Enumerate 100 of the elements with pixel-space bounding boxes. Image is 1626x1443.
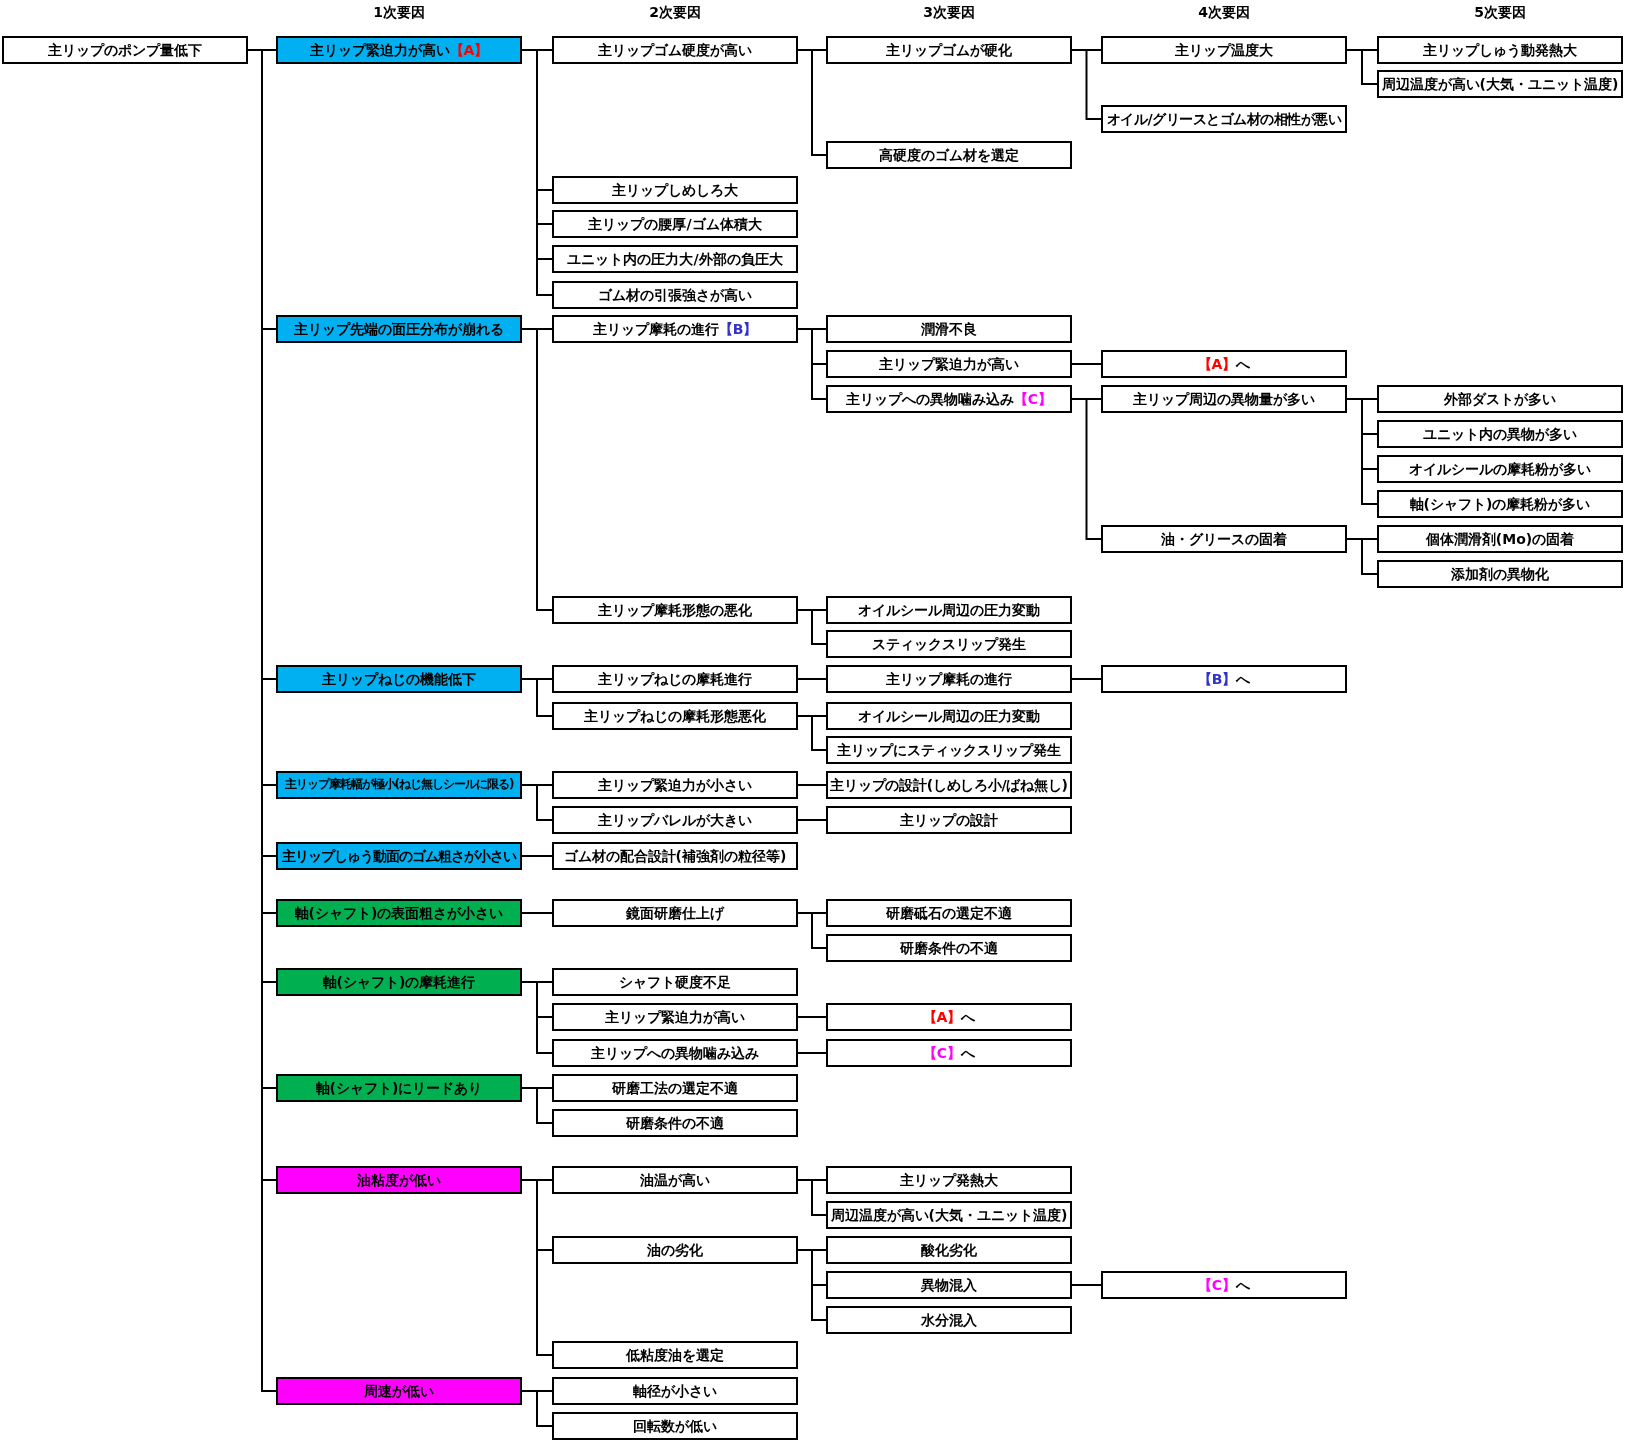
connector-line [797, 678, 827, 680]
cause-box [826, 1039, 1072, 1067]
cause-text: 異物混入 [921, 1276, 977, 1294]
cause-box [1101, 105, 1347, 133]
connector-line [1071, 397, 1102, 541]
cause-box [276, 771, 522, 799]
cause-text: 鏡面研磨仕上げ [626, 904, 724, 922]
cause-box [1101, 36, 1347, 64]
cause-text: へ [961, 1044, 976, 1062]
cause-box [826, 596, 1072, 624]
cause-text: スティックスリップ発生 [872, 635, 1026, 653]
cause-box [276, 36, 522, 64]
cause-text: 主リップ緊迫力が高い [309, 41, 450, 59]
cause-box [552, 245, 798, 273]
cause-box [552, 596, 798, 624]
cause-text: 潤滑不良 [921, 320, 977, 338]
cause-box [826, 1236, 1072, 1264]
cause-text: 軸径が小さい [633, 1382, 717, 1400]
cause-text: ゴム材の配合設計(補強剤の粒径等) [563, 847, 787, 865]
connector-line [521, 327, 553, 612]
cause-text: へ [1236, 1276, 1251, 1294]
cause-box [276, 1166, 522, 1194]
reference-letter: 【B】 [718, 320, 758, 338]
cause-box [276, 899, 522, 927]
cause-text: 高硬度のゴム材を選定 [879, 146, 1019, 164]
connector-line [521, 912, 553, 914]
cause-box [826, 1271, 1072, 1299]
cause-box [552, 1377, 798, 1405]
cause-box [552, 702, 798, 730]
cause-box [552, 806, 798, 834]
cause-text: 研磨砥石の選定不適 [886, 904, 1012, 922]
cause-text: 油・グリースの固着 [1161, 530, 1287, 548]
cause-box [552, 968, 798, 996]
cause-text: 主リップ摩耗の進行 [592, 320, 719, 338]
cause-box [1377, 490, 1623, 518]
cause-text: 主リップ摩耗形態の悪化 [598, 601, 752, 619]
connector-line [797, 608, 827, 646]
cause-box [276, 315, 522, 343]
cause-text: 主リップ緊迫力が小さい [598, 776, 752, 794]
cause-box [1101, 525, 1347, 553]
connector-line [521, 855, 553, 857]
cause-text: 周辺温度が高い(大気・ユニット温度) [1381, 75, 1619, 93]
cause-box [2, 36, 248, 64]
cause-box [1377, 70, 1623, 98]
cause-text: 主リップ発熱大 [900, 1171, 998, 1189]
cause-box [1101, 665, 1347, 693]
cause-text: 主リップ緊迫力が高い [605, 1008, 745, 1026]
cause-text: 主リップ緊迫力が高い [879, 355, 1019, 373]
cause-box [552, 1166, 798, 1194]
column-header: 2次要因 [649, 4, 701, 21]
cause-box [826, 934, 1072, 962]
cause-text: 主リップねじの摩耗進行 [598, 670, 752, 688]
cause-text: 主リップの設計(しめしろ小/ばね無し) [830, 776, 1068, 794]
cause-box [276, 665, 522, 693]
cause-box [552, 1236, 798, 1264]
cause-box [826, 1166, 1072, 1194]
cause-box [826, 350, 1072, 378]
cause-text: 軸(シャフト)の摩耗粉が多い [1409, 495, 1591, 513]
cause-box [1377, 455, 1623, 483]
reference-letter: 【B】 [1197, 670, 1237, 688]
cause-text: 主リップ周辺の異物量が多い [1133, 390, 1315, 408]
cause-box [826, 630, 1072, 658]
cause-text: 酸化劣化 [921, 1241, 977, 1259]
cause-text: 主リップの設計 [900, 811, 998, 829]
cause-text: 水分混入 [921, 1311, 977, 1329]
cause-box [826, 315, 1072, 343]
connector-line [521, 783, 553, 822]
cause-box [276, 842, 522, 870]
cause-box [1377, 385, 1623, 413]
cause-box [826, 1003, 1072, 1031]
cause-box [552, 1341, 798, 1369]
connector-line [797, 327, 827, 401]
cause-box [552, 36, 798, 64]
cause-text: 主リップ摩耗幅が極小(ねじ無しシールに限る) [284, 778, 514, 792]
cause-box [552, 899, 798, 927]
cause-text: オイルシールの摩耗粉が多い [1409, 460, 1591, 478]
cause-text: ユニット内の異物が多い [1423, 425, 1577, 443]
connector-line [521, 677, 553, 718]
column-header: 3次要因 [923, 4, 975, 21]
connector-line [797, 714, 827, 752]
column-header: 5次要因 [1474, 4, 1526, 21]
connector-line [1071, 48, 1102, 121]
cause-text: 主リップにスティックスリップ発生 [837, 741, 1061, 759]
cause-text: 主リップへの異物噛み込み [591, 1044, 759, 1062]
cause-text: 主リップねじの機能低下 [322, 670, 476, 688]
cause-box [552, 1074, 798, 1102]
cause-box [1101, 1271, 1347, 1299]
cause-text: 主リップねじの摩耗形態悪化 [584, 707, 766, 725]
column-header: 1次要因 [373, 4, 425, 21]
cause-text: シャフト硬度不足 [619, 973, 731, 991]
cause-box [1377, 420, 1623, 448]
connector-line [797, 1052, 827, 1054]
cause-box [826, 806, 1072, 834]
cause-text: 低粘度油を選定 [626, 1346, 724, 1364]
cause-text: オイルシール周辺の圧力変動 [858, 707, 1040, 725]
cause-box [1377, 525, 1623, 553]
cause-box [826, 141, 1072, 169]
cause-box [552, 281, 798, 309]
cause-box [826, 36, 1072, 64]
cause-text: 主リップしめしろ大 [612, 181, 738, 199]
